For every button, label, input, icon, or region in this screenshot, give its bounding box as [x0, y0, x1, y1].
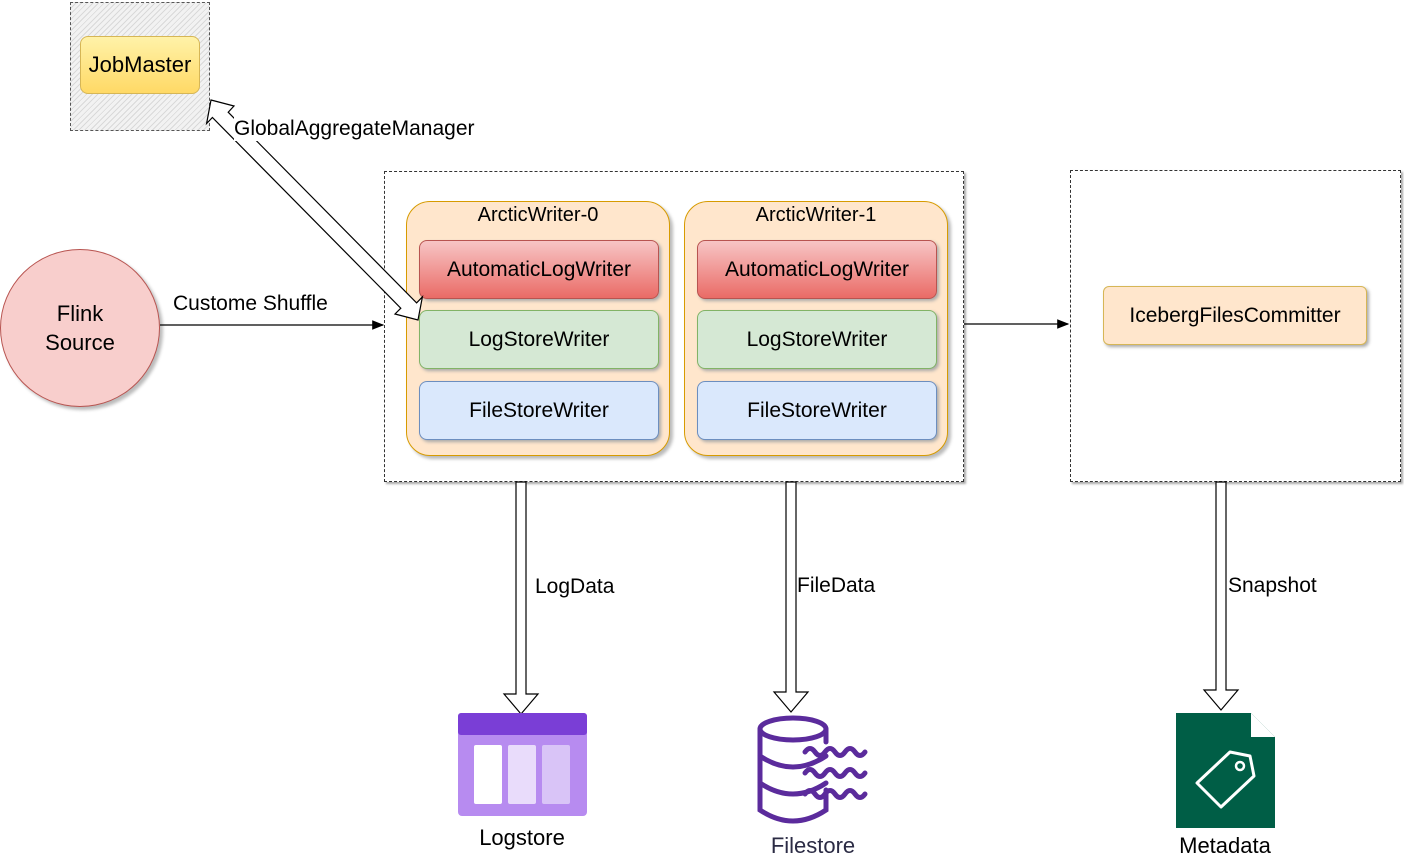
filedata-arrow — [772, 481, 810, 713]
arctic-writer-1[interactable]: ArcticWriter-1 AutomaticLogWriter LogSto… — [684, 201, 948, 456]
jobmaster-label: JobMaster — [88, 52, 192, 77]
logstore-writer-label: LogStoreWriter — [468, 327, 610, 351]
logstore-writer[interactable]: LogStoreWriter — [419, 310, 659, 369]
logdata-arrow — [502, 481, 540, 715]
filestore-writer[interactable]: FileStoreWriter — [697, 381, 937, 440]
flink-source-node[interactable]: Flink Source — [0, 249, 160, 407]
aggregate-label: GlobalAggregateManager — [234, 117, 475, 141]
automatic-log-writer-label: AutomaticLogWriter — [724, 257, 910, 281]
writer-title: ArcticWriter-1 — [755, 204, 877, 226]
snapshot-label: Snapshot — [1228, 574, 1317, 597]
automatic-log-writer[interactable]: AutomaticLogWriter — [419, 240, 659, 299]
shuffle-label: Custome Shuffle — [173, 292, 328, 315]
filestore-label: Filestore — [770, 833, 856, 858]
metadata-icon — [1176, 713, 1275, 828]
logdata-label: LogData — [535, 575, 615, 598]
filestore-writer-label: FileStoreWriter — [747, 398, 887, 422]
snapshot-arrow — [1202, 481, 1240, 711]
aggregate-double-arrow — [205, 99, 424, 321]
committer-label: IcebergFilesCommitter — [1129, 303, 1341, 327]
metadata-label: Metadata — [1179, 833, 1271, 858]
filedata-label: FileData — [797, 574, 876, 597]
iceberg-files-committer[interactable]: IcebergFilesCommitter — [1103, 286, 1367, 345]
filestore-writer-label: FileStoreWriter — [469, 398, 609, 422]
filestore-writer[interactable]: FileStoreWriter — [419, 381, 659, 440]
filestore-icon — [757, 715, 868, 824]
automatic-log-writer-label: AutomaticLogWriter — [446, 257, 632, 281]
writer-title: ArcticWriter-0 — [477, 204, 599, 226]
logstore-label: Logstore — [479, 825, 565, 850]
automatic-log-writer[interactable]: AutomaticLogWriter — [697, 240, 937, 299]
logstore-icon — [458, 713, 587, 816]
logstore-writer-label: LogStoreWriter — [746, 327, 888, 351]
jobmaster-node[interactable]: JobMaster — [80, 36, 200, 94]
arctic-writer-0[interactable]: ArcticWriter-0 AutomaticLogWriter LogSto… — [406, 201, 670, 456]
flink-source-line2: Source — [45, 330, 115, 355]
logstore-writer[interactable]: LogStoreWriter — [697, 310, 937, 369]
flink-source-line1: Flink — [56, 301, 104, 326]
